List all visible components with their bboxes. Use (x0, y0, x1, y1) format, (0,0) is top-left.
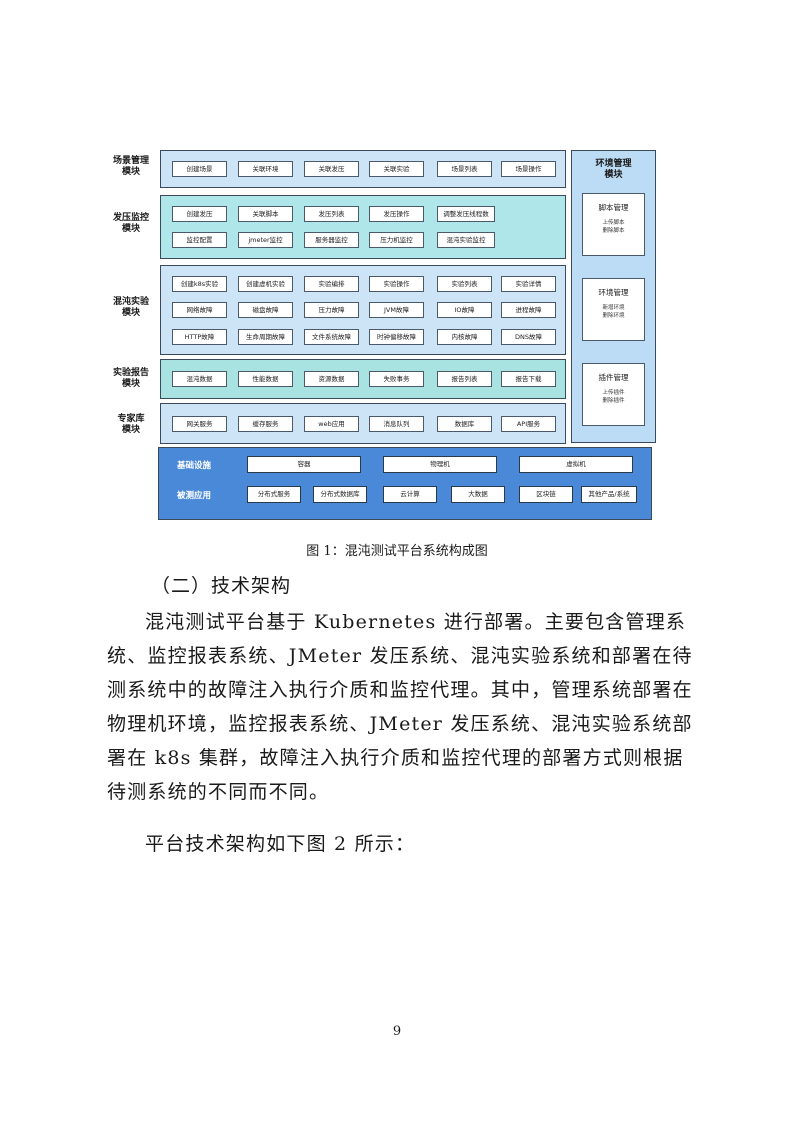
module-item: 失败事务 (369, 371, 424, 387)
module-item: 资源数据 (304, 371, 359, 387)
module-item: IO故障 (437, 302, 492, 318)
module-label: 实验报告 模块 (112, 368, 149, 389)
infra-app-item: 大数据 (451, 486, 505, 503)
module-item: 实验编排 (304, 275, 359, 292)
infra-app-item: 分布式数据库 (313, 486, 367, 503)
infra-base-item: 虚拟机 (519, 456, 633, 473)
module-item: 关联发压 (304, 161, 359, 177)
module-item: 实验操作 (369, 275, 424, 292)
env-box-subtitle: 新增环境 删除环境 (602, 305, 625, 319)
module-item: 关联环境 (238, 161, 293, 177)
module-item: 压力故障 (304, 302, 359, 318)
module-item: 消息队列 (369, 415, 424, 432)
module-band (160, 265, 566, 355)
module-band (160, 403, 566, 444)
body-paragraph-2: 平台技术架构如下图 2 所示： (145, 833, 416, 855)
infra-base-label: 基础设施 (177, 461, 212, 471)
module-item: HTTP故障 (172, 328, 227, 345)
module-item: 服务器监控 (304, 232, 359, 249)
env-box: 环境管理新增环境 删除环境 (582, 278, 645, 341)
env-box-subtitle: 上传脚本 删除脚本 (602, 220, 625, 234)
module-item: 混沌数据 (172, 371, 227, 387)
module-item: 监控配置 (172, 232, 227, 249)
module-item: 报告下载 (501, 371, 556, 387)
figure-caption: 图 1：混沌测试平台系统构成图 (306, 544, 488, 559)
module-item: 发压列表 (304, 205, 359, 222)
module-label: 混沌实验 模块 (112, 297, 149, 318)
module-item: 压力机监控 (369, 232, 424, 249)
env-box-title: 脚本管理 (598, 203, 629, 212)
module-item: 混沌实验监控 (437, 232, 495, 249)
module-label: 场景管理 模块 (112, 156, 149, 177)
infra-app-label: 被测应用 (177, 491, 212, 501)
module-item: 场景操作 (501, 161, 556, 177)
module-item: 发压操作 (369, 205, 424, 222)
module-band (160, 150, 566, 188)
env-box: 脚本管理上传脚本 删除脚本 (582, 193, 645, 256)
env-box-title: 环境管理 (598, 288, 629, 297)
module-item: 内核故障 (437, 328, 492, 345)
module-item: JVM故障 (369, 302, 424, 318)
page-number: 9 (392, 1024, 402, 1039)
module-item: 场景列表 (437, 161, 492, 177)
infra-app-item: 云计算 (383, 486, 437, 503)
module-item: 网络故障 (172, 302, 227, 318)
env-box-subtitle: 上传插件 删除插件 (602, 390, 625, 404)
module-item: 创建k8s实验 (172, 275, 227, 292)
module-item: 磁盘故障 (238, 302, 293, 318)
module-item: 文件系统故障 (304, 328, 359, 345)
env-box: 插件管理上传插件 删除插件 (582, 363, 645, 426)
module-item: 调整发压线程数 (437, 205, 495, 222)
env-panel-title: 环境管理 模块 (595, 159, 632, 180)
module-item: 创建虚机实验 (238, 275, 293, 292)
module-item: jmeter监控 (238, 232, 293, 249)
module-item: web应用 (304, 415, 359, 432)
module-label: 发压监控 模块 (112, 213, 149, 234)
module-band (160, 359, 566, 399)
env-management-panel: 环境管理 模块脚本管理上传脚本 删除脚本环境管理新增环境 删除环境插件管理上传插… (571, 150, 656, 443)
module-item: 创建场景 (172, 161, 227, 177)
module-item: DNS故障 (501, 328, 556, 345)
env-box-title: 插件管理 (598, 373, 629, 382)
module-item: 实验列表 (437, 275, 492, 292)
infra-app-item: 区块链 (519, 486, 573, 503)
module-item: 进程故障 (501, 302, 556, 318)
module-item: 缓存服务 (238, 415, 293, 432)
module-item: 实验详情 (501, 275, 556, 292)
body-paragraph-1: 混沌测试平台基于 Kubernetes 进行部署。主要包含管理系统、监控报表系统… (107, 611, 693, 803)
infrastructure-panel: 基础设施被测应用 容器 物理机 虚拟机分布式服务分布式数据库云计算大数据区块链其他产品… (158, 447, 652, 520)
module-band (160, 195, 566, 259)
module-label: 专家库 模块 (117, 414, 145, 435)
module-item: 网关服务 (172, 415, 227, 432)
infra-base-item: 物理机 (383, 456, 497, 473)
module-item: API服务 (501, 415, 556, 432)
infra-app-item: 分布式服务 (247, 486, 301, 503)
module-item: 关联脚本 (238, 205, 293, 222)
infra-base-item: 容器 (247, 456, 361, 473)
module-item: 创建发压 (172, 205, 227, 222)
module-item: 时钟偏移故障 (369, 328, 424, 345)
module-item: 生命周期故障 (238, 328, 293, 345)
module-item: 关联实验 (369, 161, 424, 177)
section-heading: （二）技术架构 (151, 575, 292, 597)
module-item: 报告列表 (437, 371, 492, 387)
architecture-figure: 场景管理 模块创建场景关联环境关联发压关联实验场景列表场景操作发压监控 模块创建… (106, 146, 661, 522)
infra-app-item: 其他产品/系统 (581, 486, 637, 503)
module-item: 性能数据 (238, 371, 293, 387)
module-item: 数据库 (437, 415, 492, 432)
